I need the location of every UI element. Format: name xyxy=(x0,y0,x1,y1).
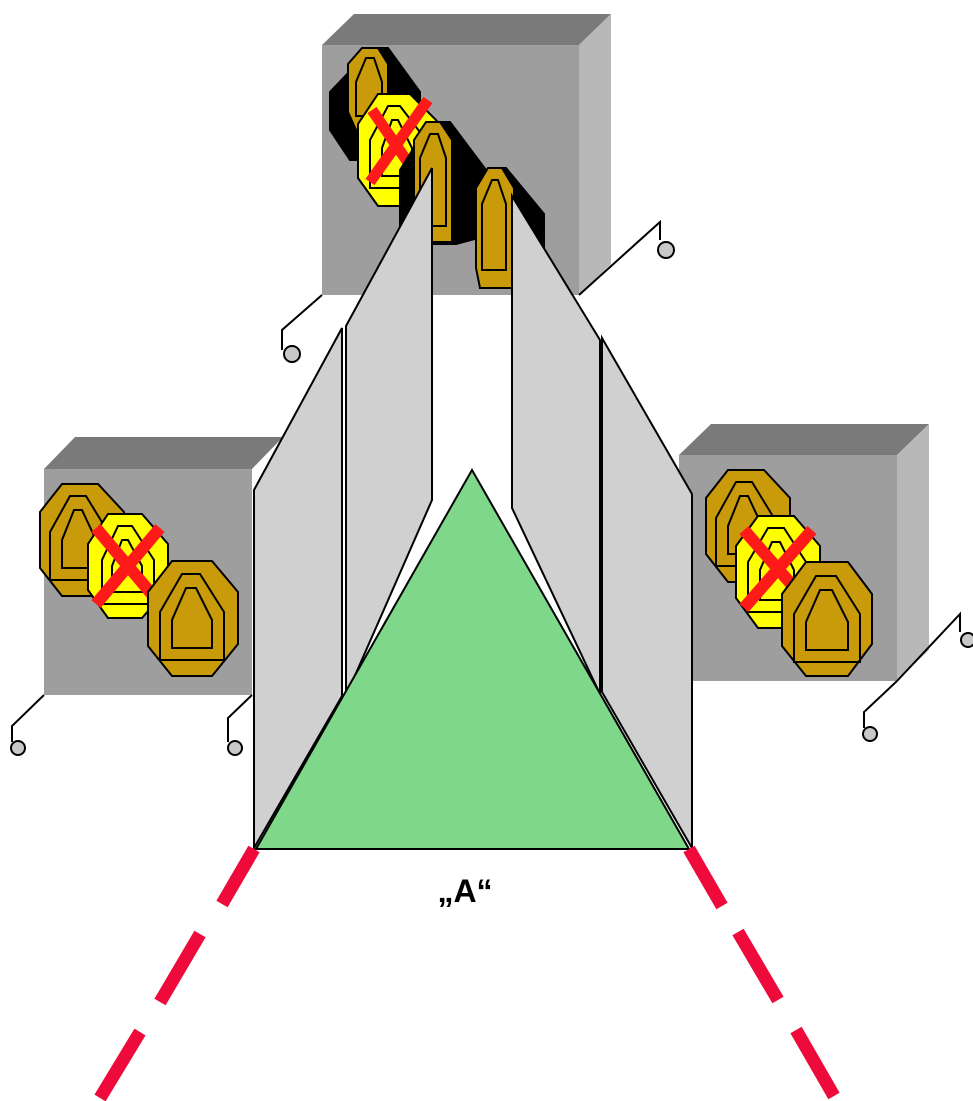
target-left-3 xyxy=(147,560,239,677)
box-top-face xyxy=(44,437,283,469)
wall-left-outer xyxy=(253,327,343,852)
stand-right-2 xyxy=(896,611,973,682)
stand-knob xyxy=(10,740,26,756)
stand-knob xyxy=(960,632,973,648)
target-ring-inner xyxy=(805,589,849,651)
target-ring-inner xyxy=(481,179,507,271)
shooting-area-triangle xyxy=(254,467,691,850)
target-ring-inner xyxy=(111,539,143,593)
stand-knob xyxy=(283,345,301,363)
boundary-line-right xyxy=(683,845,840,1100)
box-side-face xyxy=(579,14,611,295)
stand-knob xyxy=(227,740,243,756)
boundary-line-left xyxy=(94,845,260,1101)
stand-left-1 xyxy=(10,694,45,756)
target-ring-outer xyxy=(793,575,861,663)
wall-left-inner xyxy=(345,167,433,697)
stand-right-1 xyxy=(862,680,898,742)
box-top-face xyxy=(679,424,929,455)
target-outline xyxy=(147,560,239,677)
target-right-3 xyxy=(781,561,873,677)
stand-left-2 xyxy=(227,694,253,756)
box-side-face xyxy=(897,424,929,681)
box-top-face xyxy=(322,14,611,45)
stand-top-left xyxy=(281,294,323,363)
stand-knob xyxy=(862,726,878,742)
area-label: „A“ xyxy=(437,873,492,909)
stand-knob xyxy=(657,241,675,259)
target-ring-outer xyxy=(159,573,225,661)
target-ring-inner xyxy=(419,133,447,227)
target-outline xyxy=(781,561,873,677)
stand-top-right xyxy=(578,219,675,296)
target-ring-inner xyxy=(171,587,213,649)
